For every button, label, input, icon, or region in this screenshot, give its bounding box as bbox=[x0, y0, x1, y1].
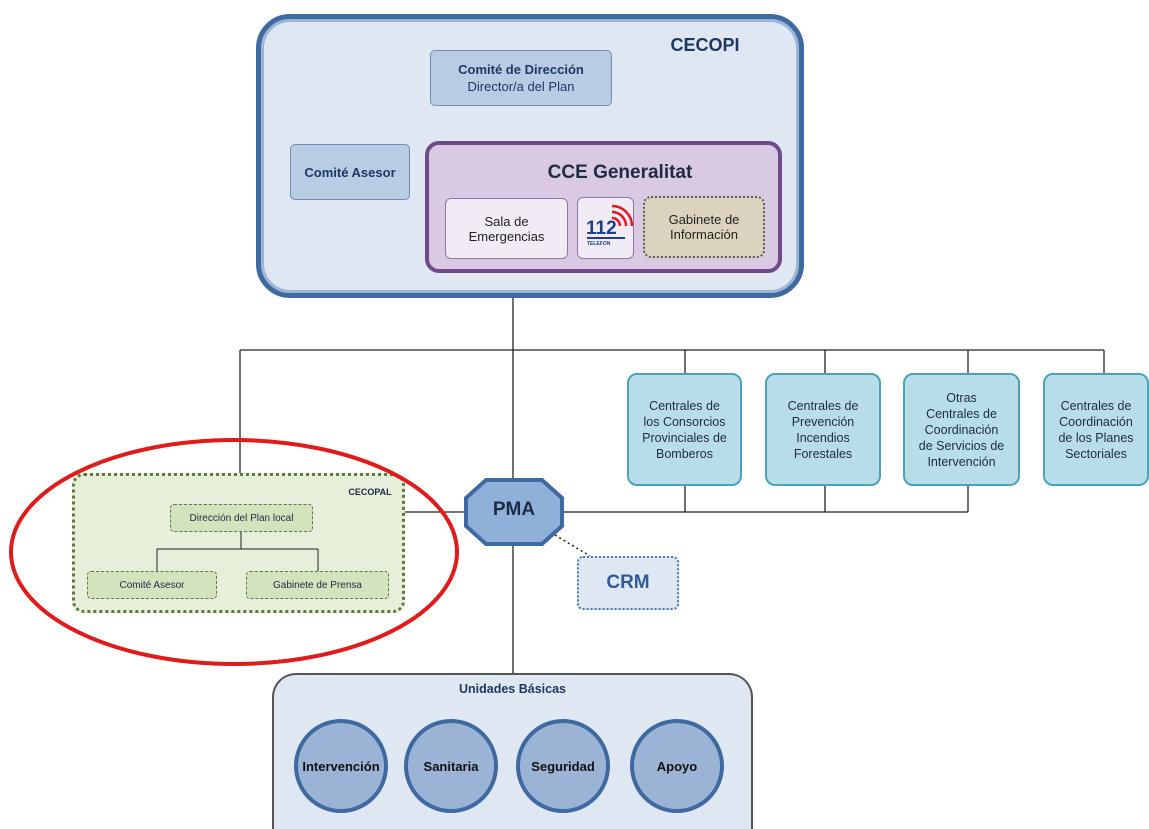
logo-112-box: 112 TELEFON bbox=[577, 197, 634, 259]
central-4-line: Sectoriales bbox=[1065, 446, 1127, 461]
central-2-line: Forestales bbox=[793, 446, 853, 461]
comite-direccion-box: Comité de Dirección Director/a del Plan bbox=[430, 50, 612, 106]
central-3-line: Otras bbox=[946, 390, 977, 405]
cecopal-gabinete-prensa-box: Gabinete de Prensa bbox=[246, 571, 389, 599]
pma-label: PMA bbox=[492, 499, 536, 520]
cecopi-title: CECOPI bbox=[670, 34, 740, 55]
central-3-line: Coordinación bbox=[924, 422, 999, 437]
central-3-line: de Servicios de bbox=[918, 438, 1005, 453]
cecopal-title: CECOPAL bbox=[348, 487, 392, 497]
central-bomberos-box: Centrales de los Consorcios Provinciales… bbox=[627, 373, 742, 486]
central-4-line: Coordinación bbox=[1059, 414, 1133, 429]
line-pma-crm bbox=[554, 534, 591, 557]
central-3-line: Centrales de bbox=[926, 406, 997, 421]
sala-line-2: Emergencias bbox=[468, 228, 545, 244]
highlight-ellipse bbox=[9, 438, 459, 666]
comite-direccion-subtitle: Director/a del Plan bbox=[467, 79, 575, 94]
unidad-seguridad: Seguridad bbox=[516, 719, 610, 813]
logo-112-icon: 112 TELEFON bbox=[586, 204, 634, 247]
central-2-line: Prevención bbox=[791, 414, 855, 429]
logo-112-text: TELEFON bbox=[587, 241, 611, 247]
central-2-line: Incendios bbox=[796, 430, 850, 445]
cecopal-comite-asesor-box: Comité Asesor bbox=[87, 571, 217, 599]
central-3-line: Intervención bbox=[927, 454, 996, 469]
cce-generalitat-title: CCE Generalitat bbox=[547, 162, 693, 183]
central-4-line: Centrales de bbox=[1060, 398, 1132, 413]
gabinete-info-line-1: Gabinete de bbox=[668, 212, 740, 227]
gabinete-informacion-box: Gabinete de Información bbox=[643, 196, 765, 258]
central-2-line: Centrales de bbox=[787, 398, 859, 413]
gabinete-info-line-2: Información bbox=[670, 227, 738, 242]
direccion-plan-local-box: Dirección del Plan local bbox=[170, 504, 313, 532]
sala-emergencias-box: Sala de Emergencias bbox=[445, 198, 568, 259]
unidades-basicas-title: Unidades Básicas bbox=[459, 682, 566, 696]
central-1-line: Centrales de bbox=[649, 398, 720, 413]
central-1-line: los Consorcios bbox=[643, 414, 726, 429]
logo-112-number: 112 bbox=[586, 218, 617, 239]
central-incendios-box: Centrales de Prevención Incendios Forest… bbox=[765, 373, 881, 486]
central-otras-box: Otras Centrales de Coordinación de Servi… bbox=[903, 373, 1020, 486]
central-4-line: de los Planes bbox=[1058, 430, 1134, 445]
comite-direccion-title: Comité de Dirección bbox=[458, 62, 584, 77]
central-1-line: Bomberos bbox=[656, 446, 713, 461]
central-1-line: Provinciales de bbox=[642, 430, 727, 445]
unidad-apoyo: Apoyo bbox=[630, 719, 724, 813]
pma-octagon bbox=[464, 478, 564, 546]
sala-line-1: Sala de bbox=[484, 213, 529, 229]
unidad-sanitaria: Sanitaria bbox=[404, 719, 498, 813]
comite-asesor-box: Comité Asesor bbox=[290, 144, 410, 200]
central-planes-sectoriales-box: Centrales de Coordinación de los Planes … bbox=[1043, 373, 1149, 486]
unidad-intervencion: Intervención bbox=[294, 719, 388, 813]
crm-box: CRM bbox=[577, 556, 679, 610]
